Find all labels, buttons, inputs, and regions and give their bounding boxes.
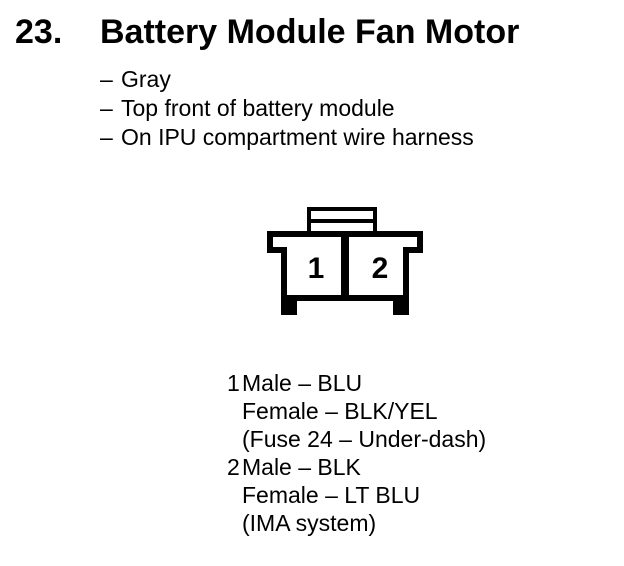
pin-description-list: 1 Male – BLU Female – BLK/YEL (Fuse 24 –… bbox=[227, 369, 486, 537]
connector-body bbox=[267, 231, 423, 315]
page-title: Battery Module Fan Motor bbox=[100, 13, 520, 51]
pin-1-cavity-label: 1 bbox=[308, 252, 325, 285]
bullet-dash: – bbox=[100, 95, 113, 121]
section-number: 23. bbox=[15, 13, 63, 51]
detail-text: Top front of battery module bbox=[121, 95, 395, 121]
pin-number: 2 bbox=[227, 454, 240, 480]
detail-text: Gray bbox=[121, 66, 171, 92]
connector-tab bbox=[307, 207, 377, 231]
pin-wire-male: Male – BLU bbox=[242, 370, 363, 396]
detail-item-harness: –On IPU compartment wire harness bbox=[100, 123, 474, 152]
pin-number: 1 bbox=[227, 370, 240, 396]
pin-wire-female: Female – LT BLU bbox=[242, 482, 421, 508]
pin-note: (IMA system) bbox=[242, 510, 377, 536]
section-heading: 23. Battery Module Fan Motor bbox=[15, 13, 615, 51]
detail-list: –Gray –Top front of battery module –On I… bbox=[100, 65, 474, 152]
pin-description-2: 2 Male – BLK Female – LT BLU (IMA system… bbox=[227, 453, 486, 537]
pin-note: (Fuse 24 – Under-dash) bbox=[242, 426, 487, 452]
bullet-dash: – bbox=[100, 66, 113, 92]
pin-2-cavity-label: 2 bbox=[372, 252, 389, 285]
detail-item-location: –Top front of battery module bbox=[100, 94, 474, 123]
pin-wire-male: Male – BLK bbox=[242, 454, 361, 480]
bullet-dash: – bbox=[100, 124, 113, 150]
detail-text: On IPU compartment wire harness bbox=[121, 124, 474, 150]
pin-wire-female: Female – BLK/YEL bbox=[242, 398, 438, 424]
pin-description-1: 1 Male – BLU Female – BLK/YEL (Fuse 24 –… bbox=[227, 369, 486, 453]
detail-item-color: –Gray bbox=[100, 65, 474, 94]
